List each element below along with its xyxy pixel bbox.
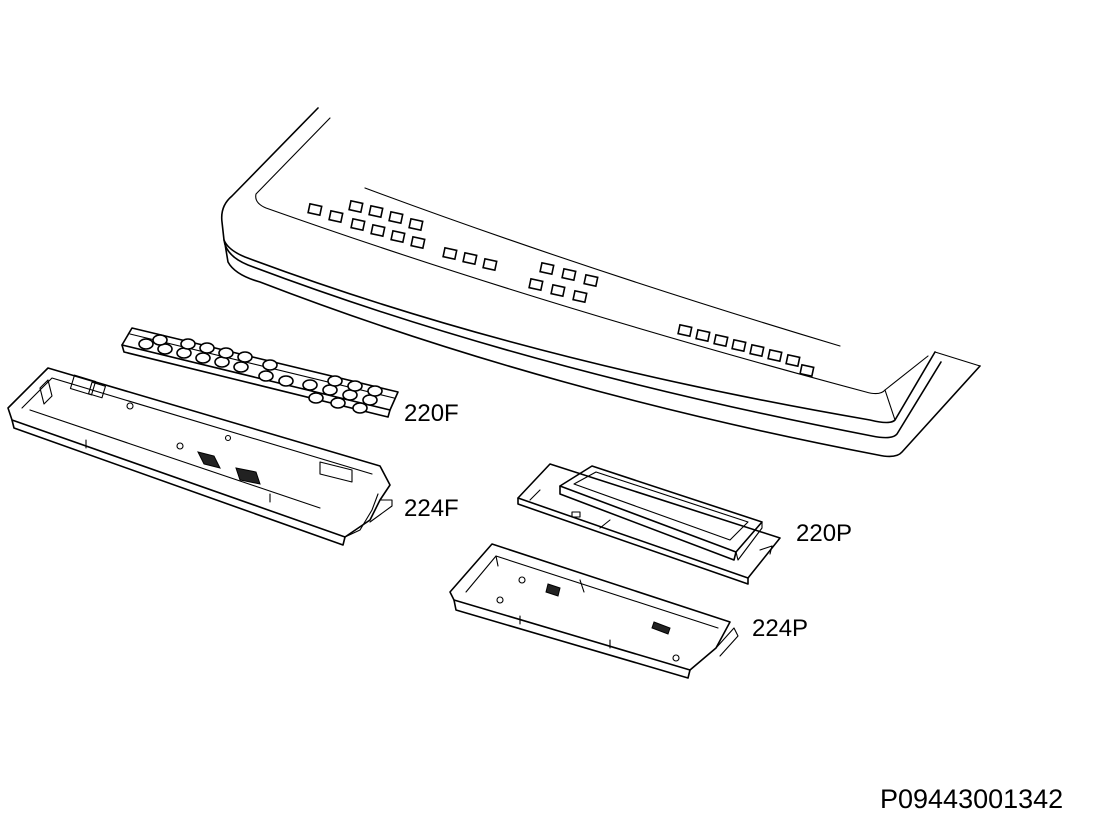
keyboard-housing-224f (7, 367, 393, 546)
label-224p: 224P (752, 615, 809, 642)
keyboard-membrane-220f (121, 327, 399, 418)
control-panel-fascia (220, 107, 981, 458)
reference-code: P09443001342 (880, 784, 1064, 814)
label-220p: 220P (796, 520, 853, 547)
label-220f: 220F (404, 400, 459, 427)
display-board-220p (517, 463, 781, 585)
display-housing-224p (449, 543, 739, 679)
label-224f: 224F (404, 495, 459, 522)
